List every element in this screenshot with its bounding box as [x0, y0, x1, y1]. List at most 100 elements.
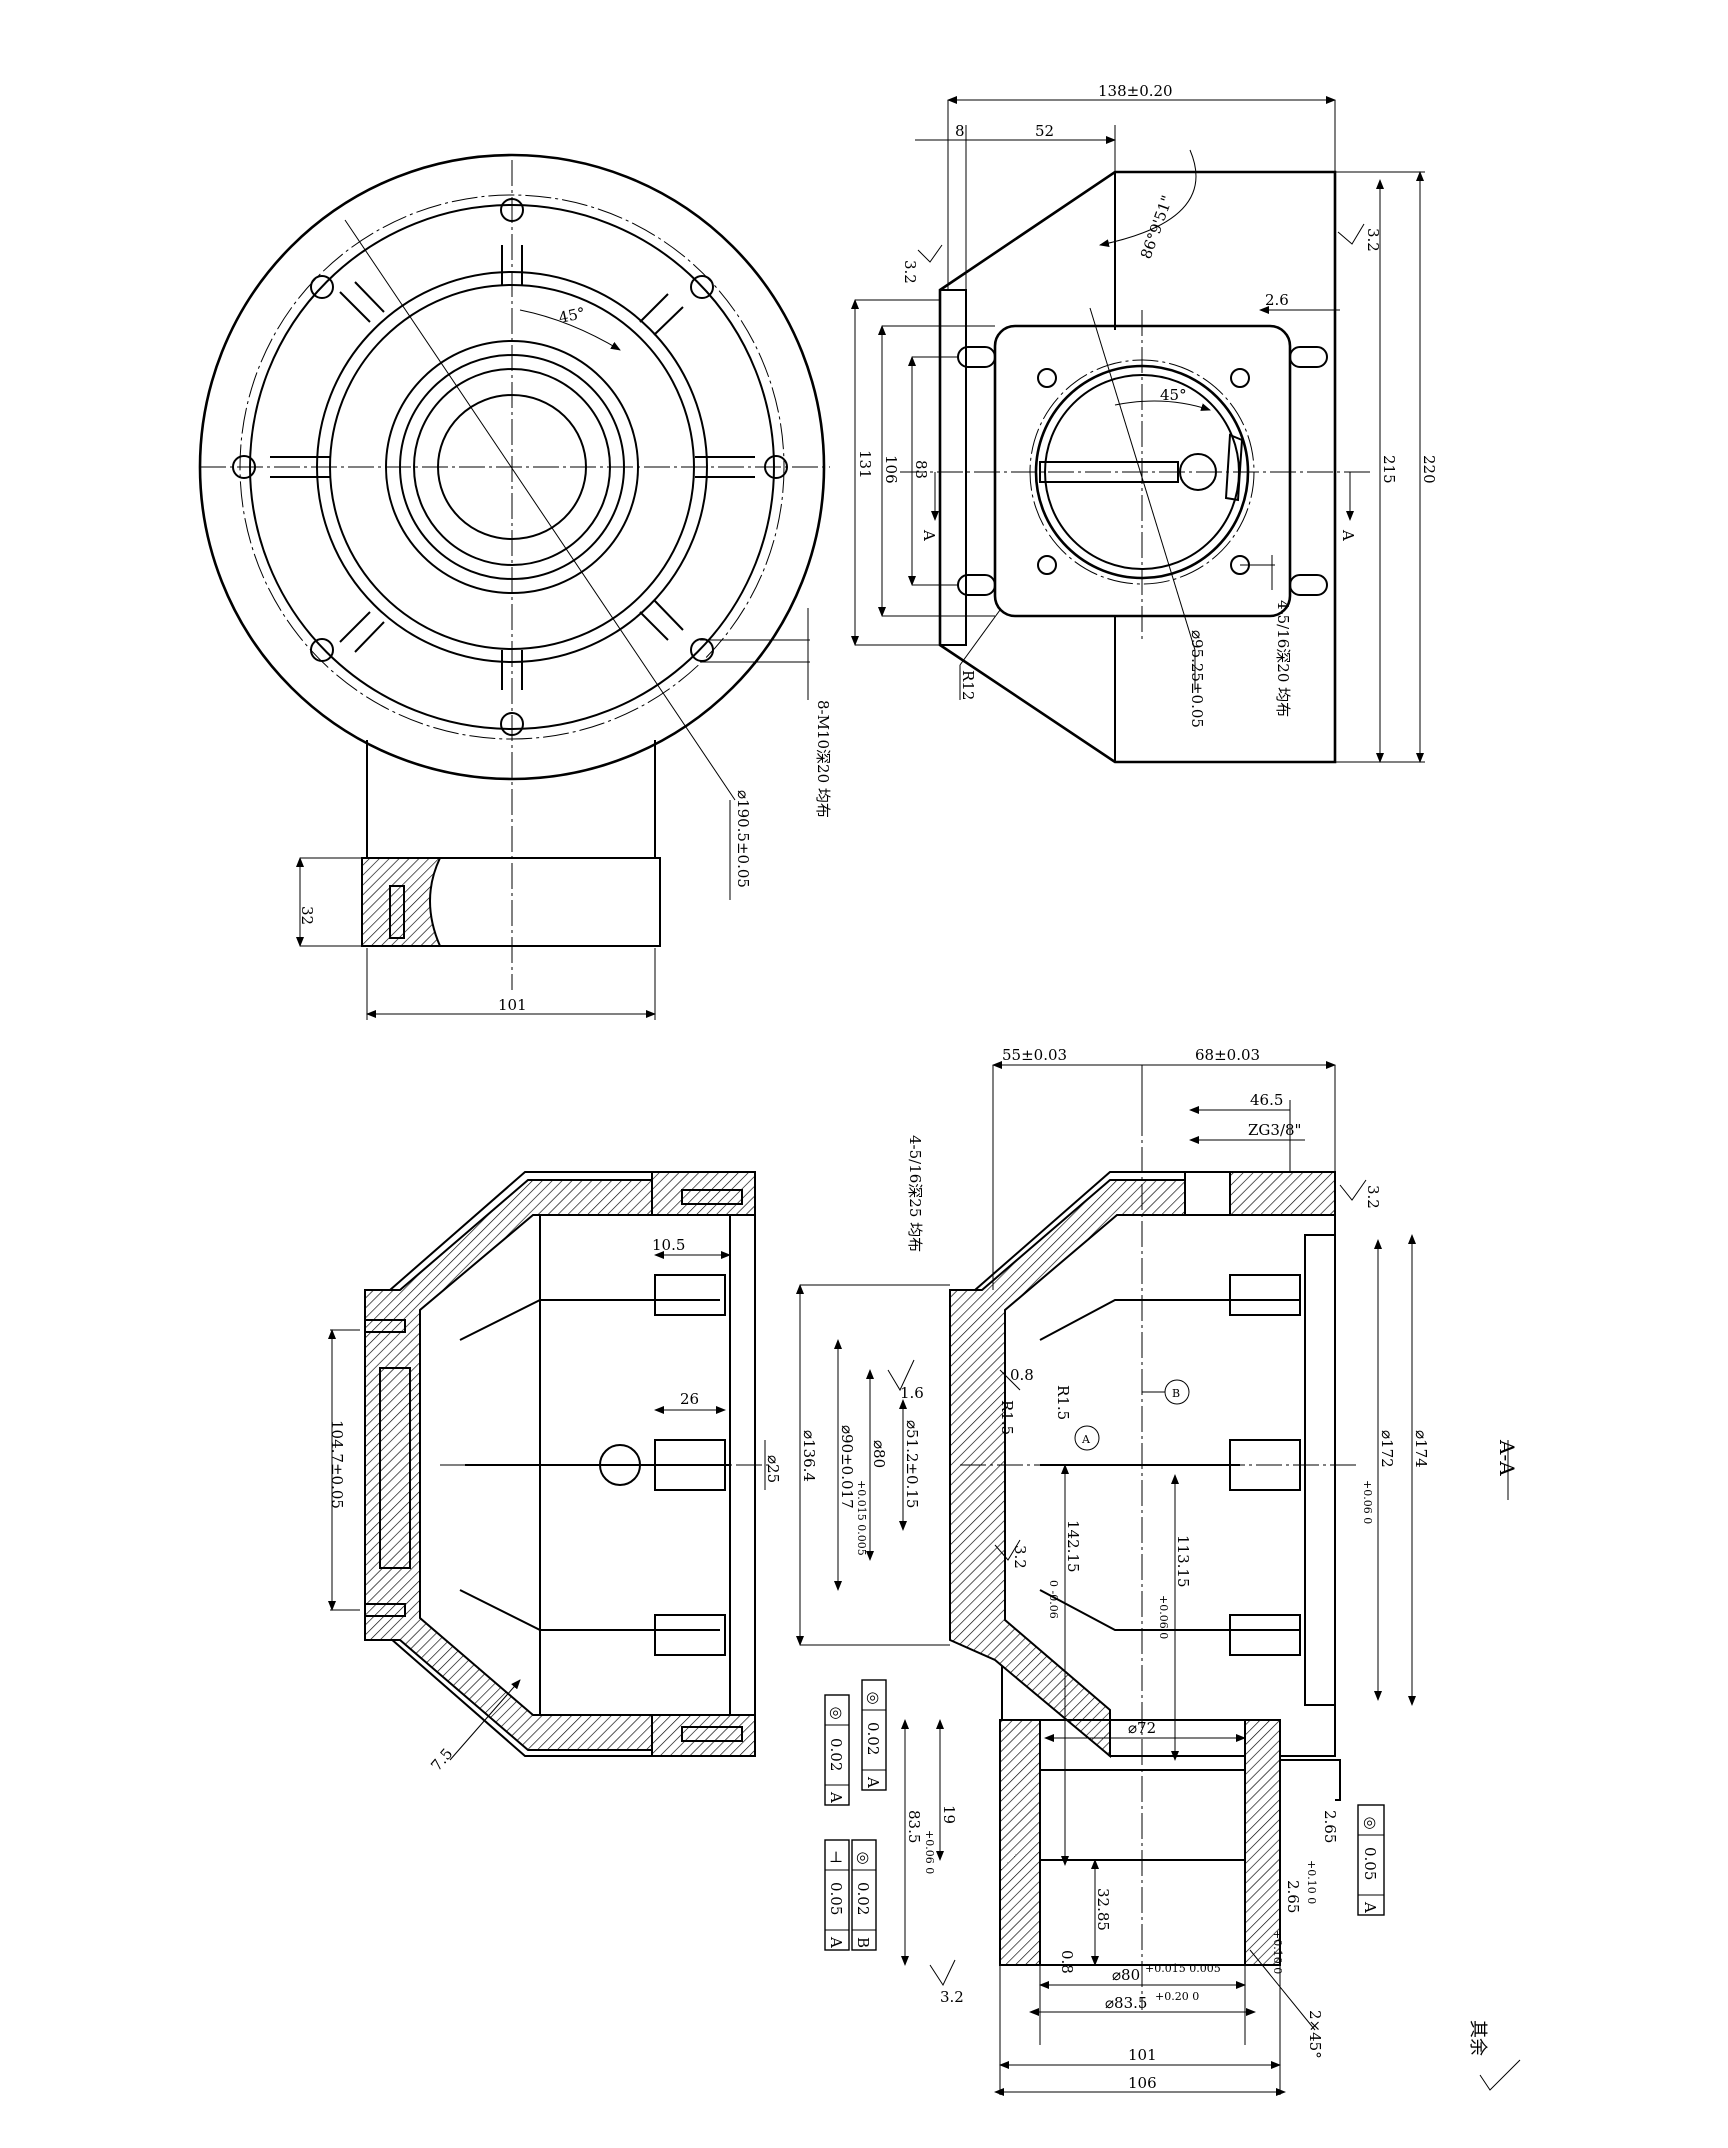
roughness-0-8-upper: 0.8 — [1010, 1366, 1034, 1384]
datum-a-bubble: A — [1081, 1433, 1091, 1446]
angle-45-label: 45° — [557, 304, 587, 327]
svg-text:0.02: 0.02 — [854, 1882, 872, 1915]
dim-52: 52 — [1035, 122, 1054, 140]
dim-113-15: 113.15 — [1174, 1535, 1192, 1588]
dim-172-tol: +0.06 0 — [1361, 1480, 1374, 1524]
dim-106-side: 106 — [882, 455, 900, 484]
zg-port — [1184, 1171, 1231, 1216]
dim-83-5-lower: ⌀83.5 — [1105, 1994, 1147, 2012]
svg-text:⊥: ⊥ — [829, 1848, 843, 1866]
svg-text:◎: ◎ — [866, 1688, 879, 1706]
svg-text:0.05: 0.05 — [827, 1882, 845, 1915]
section-aa: 55±0.03 68±0.03 46.5 ZG3/8" 3.2 4-5/16深2… — [796, 1046, 1430, 2096]
dim-101: 101 — [498, 996, 527, 1014]
svg-text:A: A — [864, 1776, 882, 1788]
dim-2-65-a: 2.65 — [1321, 1810, 1339, 1843]
dim-10-5: 10.5 — [652, 1236, 685, 1254]
dim-142-tol: 0 -0.06 — [1047, 1580, 1060, 1619]
dim-2-65-a-tol: +0.10 0 — [1305, 1860, 1318, 1904]
roughness-1-6: 1.6 — [900, 1384, 924, 1402]
svg-text:B: B — [854, 1937, 872, 1948]
tol-frame-3: ◎ 0.05 A — [1357, 1804, 1385, 1916]
tol-frame-5: ◎ 0.02 B — [851, 1839, 877, 1951]
roughness-bottom: 3.2 — [940, 1988, 964, 2006]
chamfer-label: 2×45° — [1306, 2010, 1324, 2059]
dim-68: 68±0.03 — [1195, 1046, 1260, 1064]
roughness-0-8-lower: 0.8 — [1058, 1950, 1076, 1974]
radius-r1-5-b: R1.5 — [998, 1400, 1016, 1435]
datum-b-bubble: B — [1172, 1387, 1180, 1400]
dim-32-85: 32.85 — [1094, 1888, 1112, 1931]
svg-text:0.02: 0.02 — [864, 1722, 882, 1755]
section-title: A-A — [1495, 1439, 1519, 1476]
roughness-2: 3.2 — [1364, 228, 1382, 252]
dim-80-upper-tol: +0.015 0.005 — [855, 1480, 868, 1556]
dim-131: 131 — [856, 450, 874, 479]
dim-25: ⌀25 — [764, 1455, 782, 1483]
dim-46-5: 46.5 — [1250, 1091, 1283, 1109]
dim-26: 26 — [680, 1390, 699, 1408]
dim-95-25: ⌀95.25±0.05 — [1188, 630, 1206, 728]
dim-55: 55±0.03 — [1002, 1046, 1067, 1064]
dim-51-2: ⌀51.2±0.15 — [903, 1420, 921, 1508]
dim-19-tol: +0.06 0 — [923, 1830, 936, 1874]
ribs — [270, 245, 755, 690]
radius-r12: R12 — [959, 670, 977, 700]
roughness-mid: 3.2 — [1011, 1545, 1029, 1569]
dim-190-5: ⌀190.5±0.05 — [734, 790, 752, 888]
dim-80-upper: ⌀80 — [870, 1440, 888, 1468]
dim-80-lower-tol: +0.015 0.005 — [1145, 1962, 1221, 1975]
svg-text:◎: ◎ — [856, 1848, 869, 1866]
tol-frame-4: ⊥ 0.05 A — [824, 1839, 850, 1951]
tolerance-frames: ◎ 0.02 A ◎ 0.02 A ◎ 0.05 A ⊥ 0.05 A — [824, 1679, 1385, 1951]
svg-text:A: A — [827, 1936, 845, 1948]
tol-frame-1: ◎ 0.02 A — [824, 1694, 850, 1806]
roughness-1: 3.2 — [901, 260, 919, 284]
tol-frame-2: ◎ 0.02 A — [861, 1679, 887, 1791]
dim-83-5-lower-tol: +0.20 0 — [1155, 1990, 1199, 2003]
dim-7-5: 7.5 — [427, 1745, 456, 1775]
side-view: 45° 86°9'51" 138±0.20 8 52 2.6 3.2 3.2 1… — [851, 82, 1438, 764]
dim-142-15: 142.15 — [1064, 1520, 1082, 1573]
dim-113-tol: +0.06 0 — [1157, 1595, 1170, 1639]
dim-83-5: 83.5 — [905, 1810, 923, 1843]
dim-215: 215 — [1380, 455, 1398, 484]
dim-136-4: ⌀136.4 — [800, 1430, 818, 1482]
dim-138: 138±0.20 — [1098, 82, 1173, 100]
dim-8: 8 — [955, 122, 965, 140]
dim-2-65-b-tol: +0.10 0 — [1271, 1930, 1284, 1974]
dim-83: 83 — [912, 460, 930, 479]
svg-text:0.02: 0.02 — [827, 1738, 845, 1771]
dim-106-section: 106 — [1128, 2074, 1157, 2092]
dim-80-lower: ⌀80 — [1112, 1966, 1140, 1984]
svg-text:◎: ◎ — [829, 1703, 842, 1721]
dim-174: ⌀174 — [1412, 1430, 1430, 1468]
roughness-symbol-rest — [1479, 2059, 1521, 2091]
zg-label: ZG3/8" — [1248, 1121, 1301, 1139]
svg-text:A: A — [1361, 1901, 1379, 1913]
dim-90: ⌀90±0.017 — [838, 1425, 856, 1509]
dim-32: 32 — [298, 906, 316, 925]
holes-4-5-16-section: 4-5/16深25 均布 — [906, 1135, 924, 1252]
dim-104-7: 104.7±0.05 — [328, 1420, 346, 1509]
radius-r1-5-a: R1.5 — [1054, 1385, 1072, 1420]
svg-text:0.05: 0.05 — [1361, 1847, 1379, 1880]
section-mark-a-left: A — [920, 529, 938, 541]
roughness-top: 3.2 — [1364, 1185, 1382, 1209]
holes-4-5-16-side: 4-5/16深20 均布 — [1274, 600, 1292, 717]
holes-8-m10: 8-M10深20 均布 — [814, 700, 832, 818]
dim-220: 220 — [1420, 455, 1438, 484]
dim-19: 19 — [940, 1805, 958, 1824]
dim-101-section: 101 — [1128, 2046, 1157, 2064]
end-view: 45° 32 101 8-M10深20 均布 ⌀190.5±0.05 — [198, 153, 832, 1020]
angle-86-label: 86°9'51" — [1137, 193, 1177, 261]
angle-45-side: 45° — [1160, 386, 1187, 404]
external-view: 104.7±0.05 10.5 26 ⌀25 7.5 — [328, 1171, 782, 1775]
rest-note: 其余 — [1467, 2020, 1488, 2056]
dim-172: ⌀172 — [1378, 1430, 1396, 1468]
dim-2-6: 2.6 — [1265, 291, 1289, 309]
section-mark-a-right: A — [1339, 529, 1357, 541]
dim-72: ⌀72 — [1128, 1719, 1156, 1737]
